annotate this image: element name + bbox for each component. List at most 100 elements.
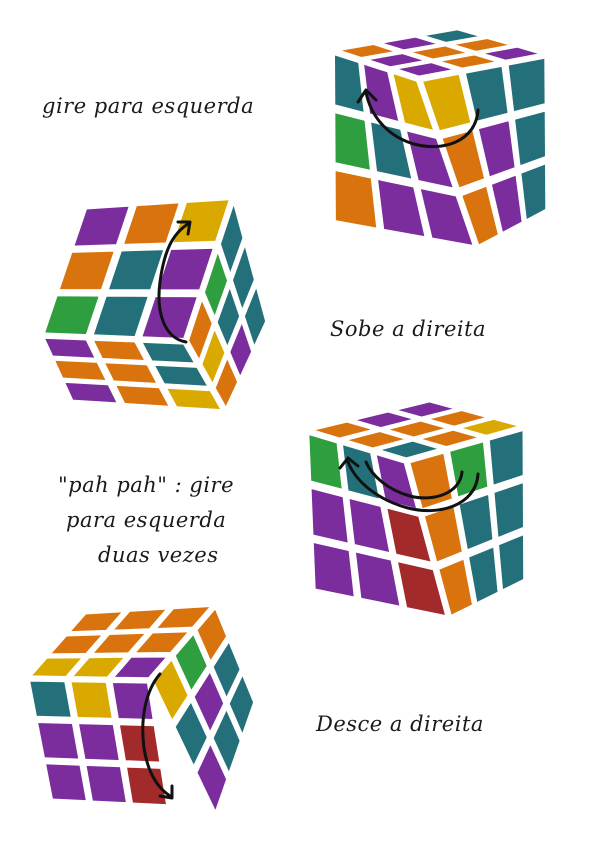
cube-1: [332, 27, 550, 250]
cube-3-right-sticker-7: [436, 556, 476, 619]
cube-4-right-sticker-7: [194, 740, 230, 816]
cube-4-front-sticker-2: [68, 679, 115, 721]
cube-4-right-sticker-5: [191, 668, 227, 736]
cube-3-front-sticker-2: [339, 441, 383, 502]
cube-4-right-sticker-6: [210, 638, 243, 702]
cube-4-top-sticker-4: [46, 632, 107, 657]
cube-4-right-face: [150, 605, 257, 816]
cube-3-front-sticker-5: [346, 495, 393, 556]
cube-4-front-sticker-5: [75, 721, 122, 764]
cube-3-top-sticker-5: [382, 418, 452, 440]
cube-2-top-sticker-1: [41, 335, 99, 361]
cube-1-front-sticker-1: [332, 51, 367, 116]
cube-1-right-sticker-3: [505, 55, 548, 115]
cube-4-right-sticker-9: [226, 671, 257, 739]
cube-3-top-sticker-4: [341, 429, 411, 451]
cube-2-front-sticker-7: [41, 293, 103, 338]
cube-1-right-sticker-5: [475, 117, 518, 180]
cube-4-down-arrowhead: [158, 784, 174, 800]
cube-3-top-face: [308, 399, 524, 461]
cube-1-right-sticker-1: [419, 71, 474, 134]
cube-4-front-face: [27, 678, 170, 808]
cube-4-top-sticker-2: [109, 606, 171, 633]
cube-3-turn-left-arrowhead: [338, 456, 360, 470]
cube-2-left-face: [41, 197, 233, 341]
cube-1-front-sticker-5: [367, 119, 415, 182]
cube-4-top-sticker-5: [89, 630, 150, 656]
cube-3-front-sticker-7: [310, 539, 357, 600]
caption-step-3-line-1: "pah pah" : gire: [58, 473, 235, 497]
cube-4-top-sticker-1: [66, 609, 127, 635]
cube-1-front-sticker-7: [332, 167, 380, 231]
cube-3-front-sticker-9: [394, 558, 449, 619]
cube-2-right-sticker-9: [241, 282, 269, 351]
cube-3-top-sticker-7: [374, 438, 444, 461]
cube-4-top-sticker-8: [68, 654, 129, 680]
cube-3-right-sticker-9: [496, 531, 527, 593]
cube-2-front-sticker-4: [56, 248, 118, 293]
cube-1-top-sticker-7: [391, 60, 460, 79]
cube-4-front-sticker-4: [34, 720, 82, 762]
cube-4-right-sticker-4: [172, 698, 210, 770]
cube-3-top-sticker-2: [349, 409, 419, 431]
cube-1-top-sticker-9: [477, 44, 546, 63]
cube-1-right-sticker-2: [462, 63, 511, 124]
cube-2-front-sticker-1: [71, 203, 133, 249]
cube-4-front-sticker-7: [42, 761, 90, 804]
cube-2-top-sticker-4: [51, 357, 110, 384]
cube-2-front-sticker-2: [120, 200, 183, 247]
cube-1-top-face: [334, 27, 546, 79]
cube-1-front-sticker-8: [374, 176, 428, 240]
cube-1-turn-left-arrow: [364, 90, 480, 149]
cube-3-right-sticker-3: [486, 427, 526, 489]
cube-3-right-face: [407, 427, 527, 619]
cube-2-up-arrow: [157, 222, 190, 344]
cube-2: [40, 194, 269, 414]
cube-1-top-sticker-8: [434, 52, 503, 71]
cube-2-right-sticker-1: [186, 295, 215, 364]
cube-1-turn-left-arrowhead: [356, 88, 378, 104]
cube-4-front-sticker-1: [27, 678, 74, 720]
cube-2-right-sticker-2: [201, 247, 231, 321]
cube-2-up-arrowhead: [176, 220, 192, 236]
cube-2-top-sticker-7: [61, 379, 121, 406]
cube-2-right-sticker-4: [199, 325, 228, 388]
cube-1-right-sticker-8: [488, 172, 525, 236]
cube-2-top-sticker-8: [112, 382, 173, 409]
cube-2-top-sticker-2: [90, 337, 148, 364]
cube-1-front-sticker-9: [417, 185, 477, 249]
cube-4-right-sticker-3: [194, 605, 230, 665]
cube-3-front-face: [306, 431, 449, 619]
cube-2-front-sticker-3: [170, 197, 233, 246]
cube-3-top-sticker-8: [415, 427, 484, 450]
cube-1-front-sticker-3: [390, 70, 437, 134]
cube-3-right-sticker-6: [491, 479, 526, 541]
cube-2-right-sticker-8: [227, 318, 255, 381]
cube-4-top-sticker-3: [152, 603, 215, 632]
cube-4-top-sticker-7: [27, 655, 86, 679]
cube-3-right-sticker-8: [466, 544, 501, 606]
cube-2-front-sticker-8: [90, 293, 152, 340]
cube-2-right-sticker-3: [217, 199, 246, 278]
cube-3: [304, 398, 528, 622]
cube-3-front-sticker-8: [352, 549, 403, 609]
cube-3-turn-left-arrow-outer: [346, 460, 480, 513]
cube-3-turn-left-arrow-inner: [364, 460, 464, 500]
cube-2-top-sticker-9: [163, 385, 225, 413]
cube-2-right-sticker-6: [229, 240, 257, 315]
cube-3-top-sticker-1: [308, 419, 378, 441]
cube-4-top-sticker-9: [110, 654, 171, 681]
cube-3-front-sticker-1: [306, 431, 345, 493]
cube-4-front-sticker-8: [83, 762, 130, 806]
cube-3-front-sticker-6: [384, 505, 434, 565]
cube-2-right-sticker-5: [214, 282, 243, 351]
caption-step-3-line-2: para esquerda: [66, 508, 227, 532]
cube-1-right-sticker-6: [512, 108, 548, 169]
cube-4-top-face: [27, 603, 215, 681]
cube-4: [24, 602, 257, 820]
cube-1-right-sticker-7: [459, 183, 501, 248]
cube-2-bottom-face: [41, 335, 225, 413]
cube-1-right-face: [419, 55, 549, 248]
caption-step-2: Sobe a direita: [330, 317, 487, 341]
